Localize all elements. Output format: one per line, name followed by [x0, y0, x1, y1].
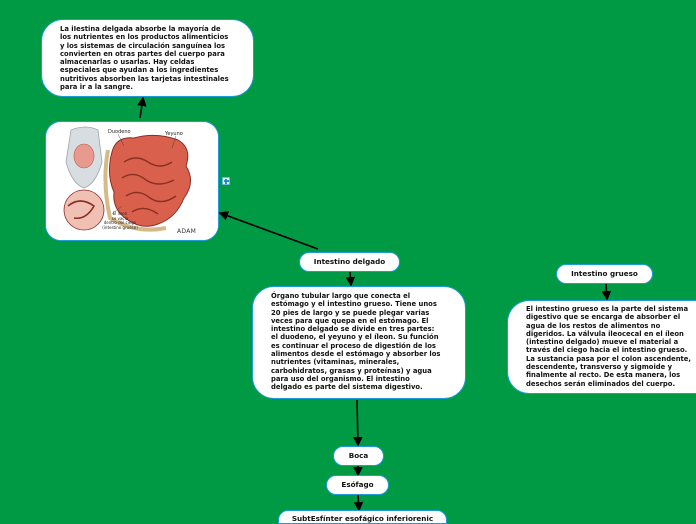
- expand-icon[interactable]: [222, 177, 230, 185]
- link-image-to-top: [137, 96, 147, 119]
- label-yeyuno: Yeyuno: [165, 131, 183, 137]
- link-delgado-to-desc: [345, 271, 356, 287]
- node-esofago[interactable]: Esófago: [326, 475, 389, 495]
- node-absorption-text[interactable]: La iIestina delgada absorbe la mayoría d…: [41, 19, 254, 97]
- node-intestino-delgado[interactable]: Intestino delgado: [299, 252, 400, 272]
- link-esofago-to-esfinter: [353, 494, 364, 512]
- link-delgado-to-image: [218, 211, 319, 250]
- label-duodeno: Duodeno: [108, 129, 131, 135]
- node-intestino-delgado-description[interactable]: Órgano tubular largo que conecta el estó…: [252, 286, 466, 399]
- node-esfinter-esofagico[interactable]: SubtEsfínter esofágico inferiorenic: [278, 510, 447, 524]
- link-grueso-to-desc: [601, 283, 612, 301]
- link-desc-to-boca: [353, 399, 363, 447]
- intestine-drawing: [103, 134, 191, 232]
- ileum-zoom-circle: [63, 189, 105, 231]
- label-ileon: El íleon se vacía dentro del ciego (inte…: [102, 211, 138, 230]
- torso-figure: [65, 126, 103, 189]
- intestine-illustration-image: [46, 122, 218, 240]
- node-intestino-grueso-description[interactable]: El intestino grueso es la parte del sist…: [507, 300, 696, 394]
- node-intestino-grueso[interactable]: Intestino grueso: [556, 264, 653, 284]
- node-intestine-illustration[interactable]: Duodeno Yeyuno El íleon se vacía dentro …: [45, 121, 219, 241]
- node-boca[interactable]: Boca: [333, 446, 384, 466]
- adam-logo: ADAM: [177, 228, 197, 235]
